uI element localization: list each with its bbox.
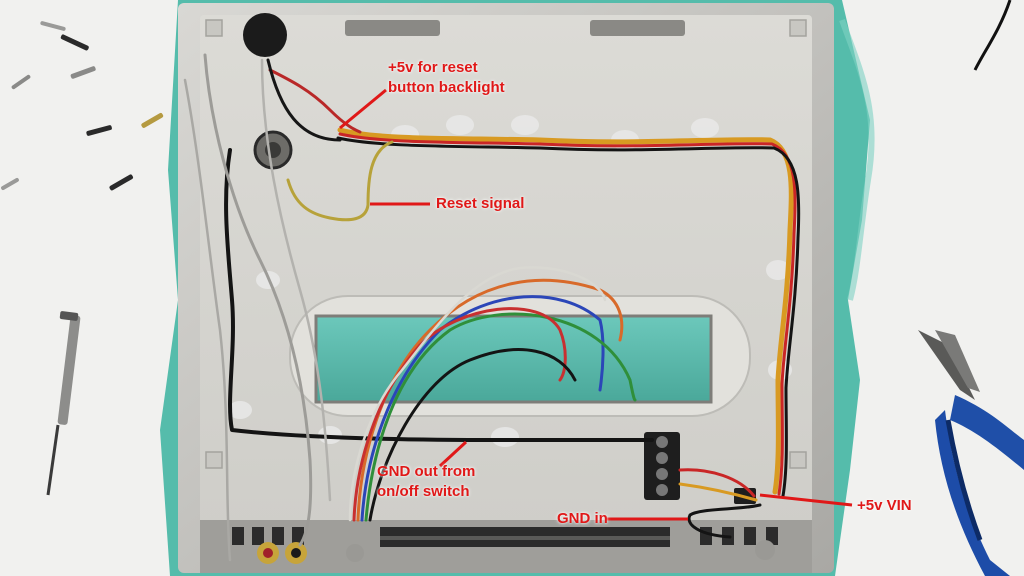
label-reset-backlight-line2: button backlight bbox=[388, 79, 505, 96]
pliers bbox=[918, 330, 1024, 576]
label-reset-signal: Reset signal bbox=[436, 195, 525, 212]
terminal-block bbox=[644, 432, 680, 500]
label-gnd-in: GND in bbox=[557, 510, 608, 527]
display-window bbox=[314, 314, 713, 404]
label-gnd-out: GND out from on/off switch bbox=[377, 462, 475, 502]
label-gnd-out-line1: GND out from bbox=[377, 463, 476, 480]
loose-screws bbox=[1, 21, 164, 191]
label-gnd-out-line2: on/off switch bbox=[377, 483, 470, 500]
precision-screwdriver bbox=[46, 311, 81, 496]
label-5v-vin: +5v VIN bbox=[857, 497, 912, 514]
annotation-pointers bbox=[339, 88, 853, 521]
label-reset-backlight-line1: +5v for reset bbox=[388, 59, 478, 76]
label-reset-backlight: +5v for reset button backlight bbox=[388, 58, 505, 98]
